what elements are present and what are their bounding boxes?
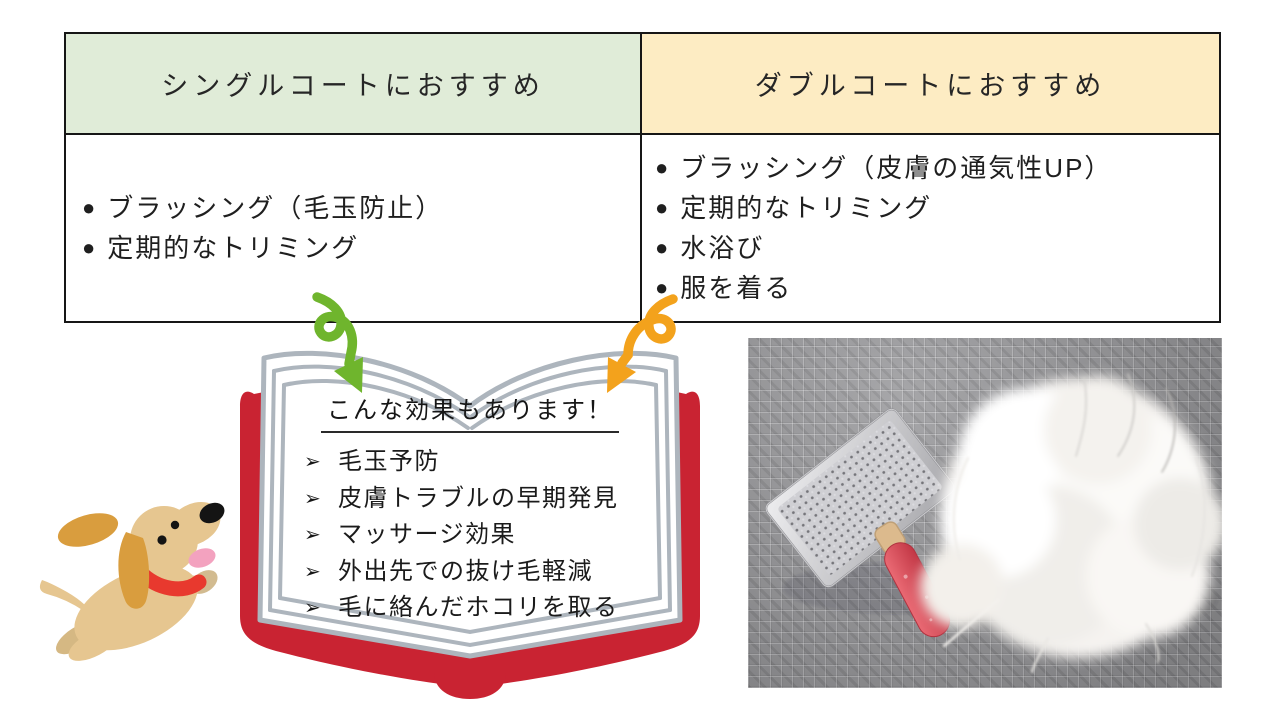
bullet-icon: ● — [655, 275, 671, 300]
book-title-wrap: こんな効果もあります！ — [268, 390, 672, 433]
arrowhead-bullet-icon: ➢ — [304, 487, 323, 510]
jumping-dog-illustration — [39, 501, 225, 661]
table-row: ● 定期的なトリミング — [82, 228, 640, 268]
table-row: ● ブラッシング（皮膚の通気性UP） — [655, 148, 1219, 188]
bullet-icon: ● — [82, 195, 98, 220]
book-effects-list: ➢ 毛玉予防 ➢ 皮膚トラブルの早期発見 ➢ マッサージ効果 ➢ 外出先での抜け… — [304, 444, 619, 627]
list-item-label: 外出先での抜け毛軽減 — [338, 557, 593, 585]
list-item-label: 毛に絡んだホコリを取る — [338, 594, 619, 621]
table-row: ● 服を着る — [655, 268, 1219, 308]
brush-and-fur-photo — [748, 338, 1222, 688]
list-item: ➢ 皮膚トラブルの早期発見 — [304, 481, 619, 518]
list-item-label: 皮膚トラブルの早期発見 — [338, 484, 619, 512]
table-row: ● 水浴び — [655, 228, 1219, 268]
coat-comparison-table: シングルコートにおすすめ ダブルコートにおすすめ ● ブラッシング（毛玉防止） … — [64, 32, 1221, 323]
arrowhead-bullet-icon: ➢ — [304, 560, 323, 583]
table-item-label: 定期的なトリミング — [680, 193, 933, 223]
table-item-label: ブラッシング（毛玉防止） — [107, 193, 444, 223]
arrowhead-bullet-icon: ➢ — [304, 524, 323, 546]
list-item: ➢ 外出先での抜け毛軽減 — [304, 554, 619, 591]
bullet-icon: ● — [82, 235, 98, 260]
table-item-label: 服を着る — [680, 273, 793, 303]
table-cell-double-coat: ● ブラッシング（皮膚の通気性UP） ● 定期的なトリミング ● 水浴び ● 服… — [642, 135, 1219, 321]
bullet-icon: ● — [655, 195, 671, 220]
slicker-brush — [765, 408, 955, 638]
open-book-illustration: こんな効果もあります！ ➢ 毛玉予防 ➢ 皮膚トラブルの早期発見 ➢ マッサージ… — [228, 340, 712, 705]
fur-ball — [920, 373, 1222, 673]
table-header-double-coat: ダブルコートにおすすめ — [642, 34, 1219, 135]
photo-content — [765, 373, 1222, 673]
list-item: ➢ マッサージ効果 — [304, 517, 619, 554]
list-item: ➢ 毛に絡んだホコリを取る — [304, 590, 619, 627]
brush-pad — [765, 408, 955, 588]
table-header-single-coat: シングルコートにおすすめ — [66, 34, 642, 135]
bullet-icon: ● — [655, 155, 671, 180]
arrowhead-bullet-icon: ➢ — [304, 451, 323, 473]
list-item-label: マッサージ効果 — [338, 521, 517, 548]
list-item: ➢ 毛玉予防 — [304, 444, 619, 481]
bullet-icon: ● — [655, 235, 671, 260]
table-item-label: 定期的なトリミング — [107, 233, 360, 263]
book-title: こんな効果もあります！ — [321, 390, 619, 433]
arrowhead-bullet-icon: ➢ — [304, 597, 323, 619]
fur-wisps — [942, 373, 1206, 673]
list-item-label: 毛玉予防 — [338, 448, 440, 475]
table-row: ● 定期的なトリミング — [655, 188, 1219, 228]
table-item-label: ブラッシング（皮膚の通気性UP） — [680, 153, 1113, 183]
table-row: ● ブラッシング（毛玉防止） — [82, 188, 640, 228]
table-cell-single-coat: ● ブラッシング（毛玉防止） ● 定期的なトリミング — [66, 135, 642, 321]
table-item-label: 水浴び — [680, 233, 765, 263]
